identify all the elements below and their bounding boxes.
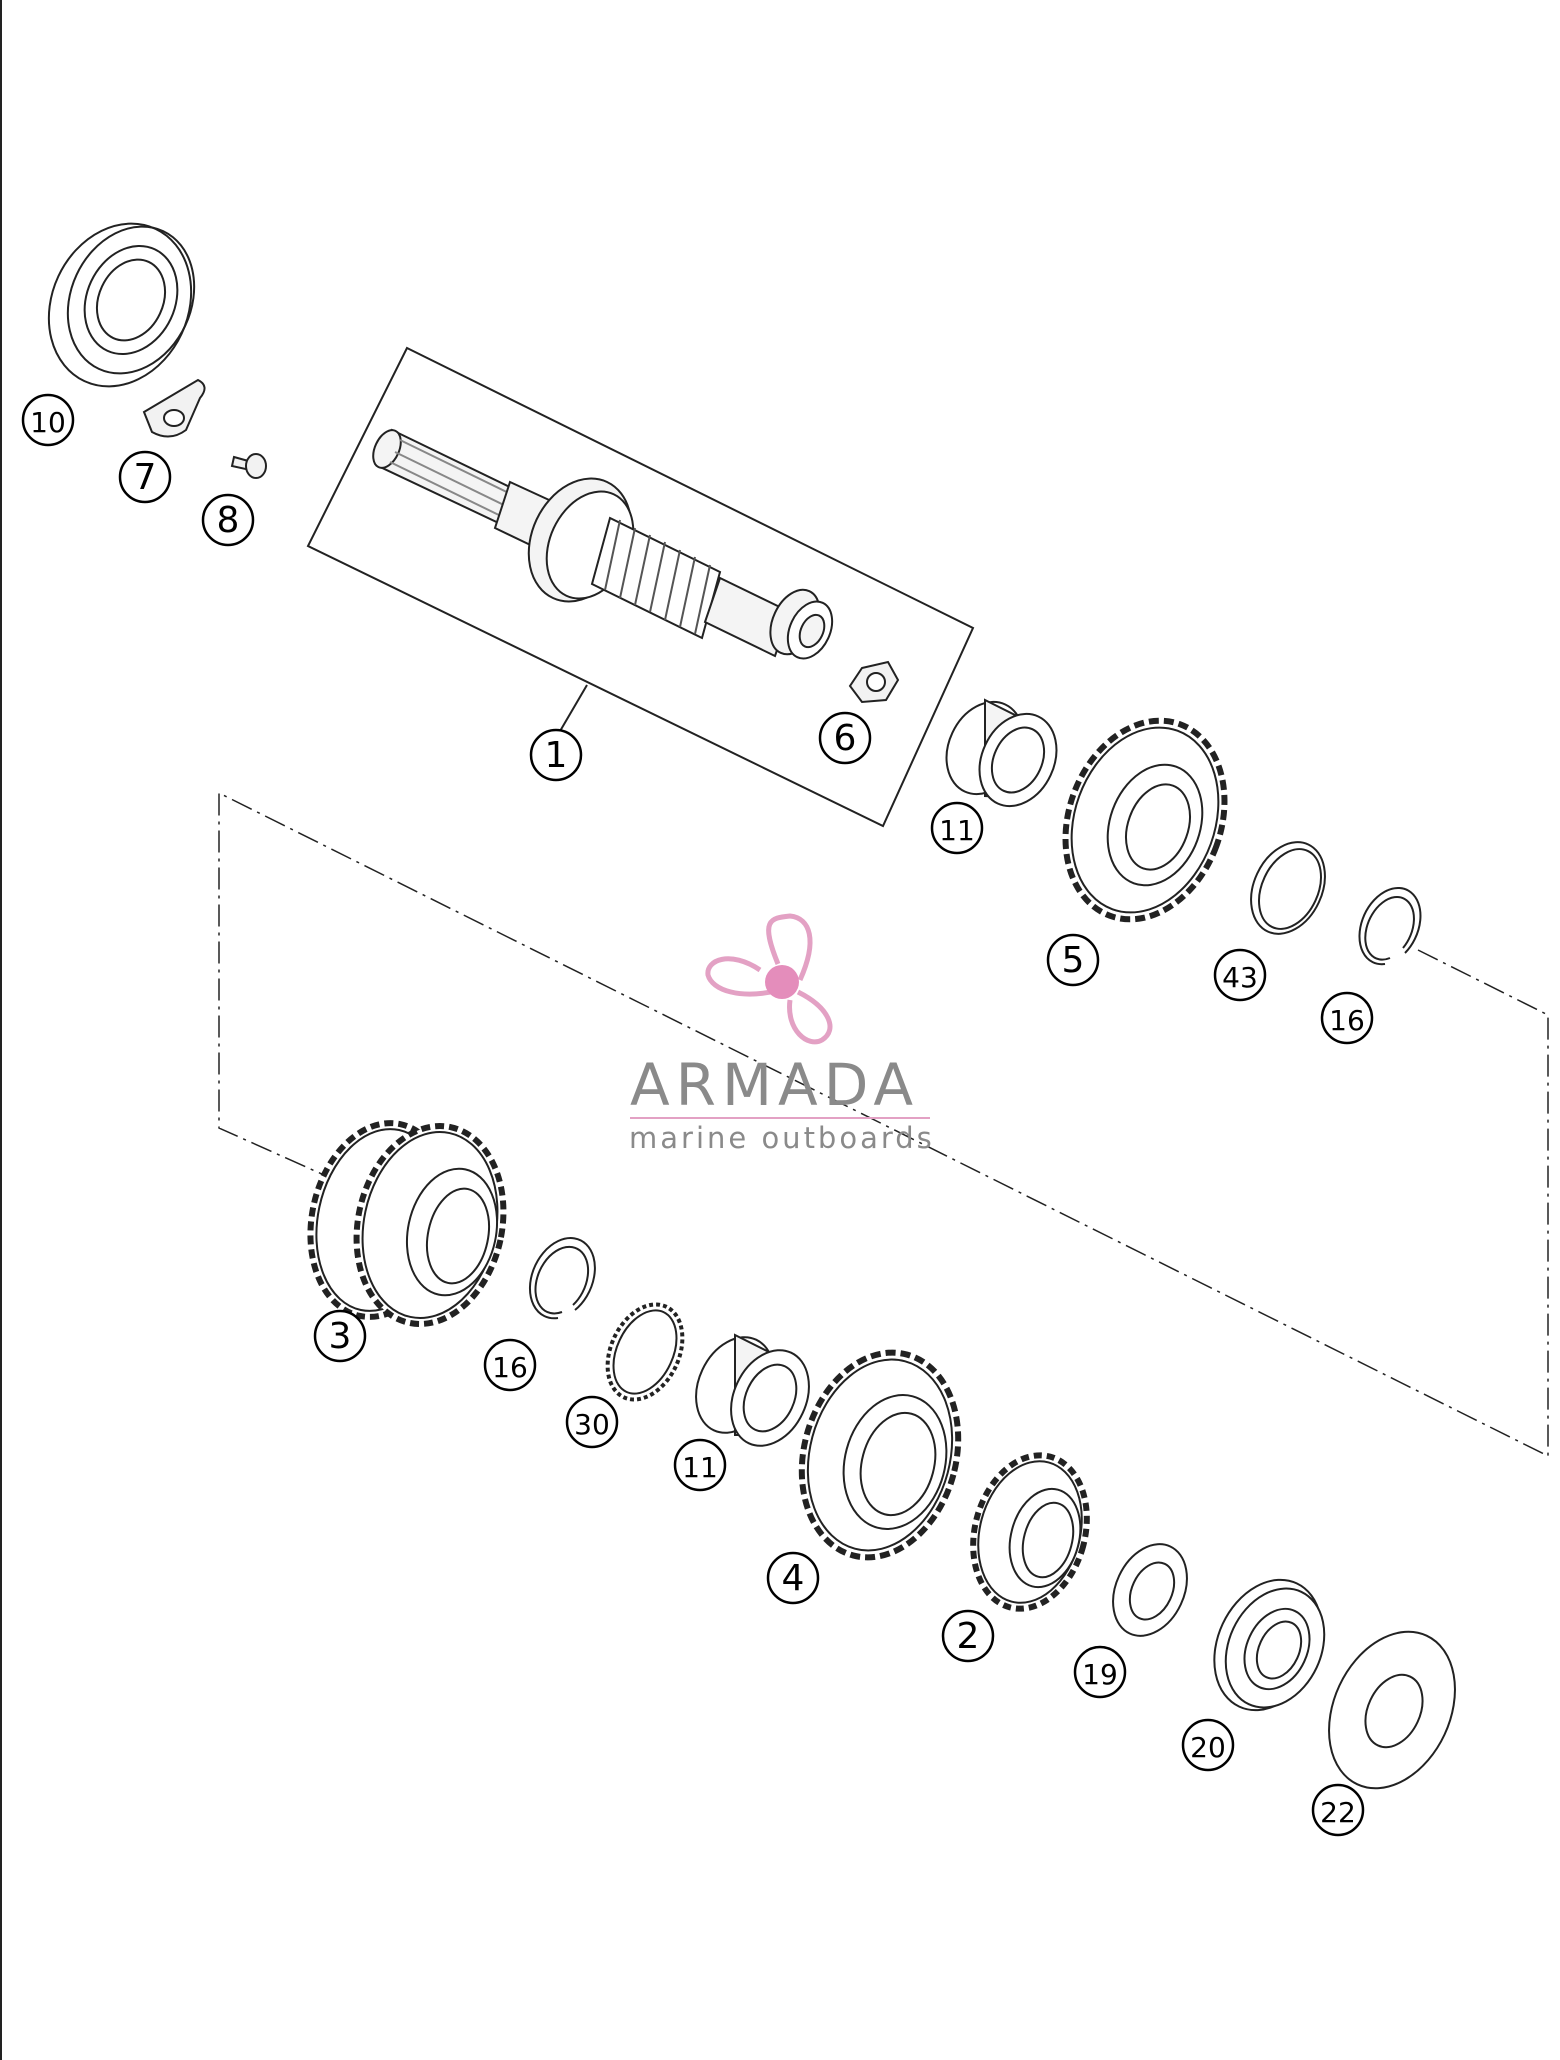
callout-c30: 30 bbox=[565, 1395, 619, 1449]
callout-circle bbox=[673, 1438, 727, 1492]
callout-number: 7 bbox=[134, 457, 157, 498]
callout-number: 10 bbox=[30, 406, 66, 439]
callout-number: 16 bbox=[1329, 1004, 1365, 1037]
callout-c3: 3 bbox=[313, 1309, 367, 1363]
callout-number: 43 bbox=[1222, 961, 1258, 994]
callout-number: 20 bbox=[1190, 1731, 1226, 1764]
callout-number: 2 bbox=[957, 1616, 980, 1657]
callout-circle bbox=[766, 1551, 820, 1605]
callout-circle bbox=[1046, 933, 1100, 987]
bearing-part-20 bbox=[1213, 1578, 1326, 1712]
callout-c6: 6 bbox=[818, 711, 872, 765]
callout-number: 30 bbox=[574, 1408, 610, 1441]
gear-part-2 bbox=[970, 1452, 1090, 1612]
callout-c10a: 10 bbox=[21, 393, 75, 447]
callout-c43: 43 bbox=[1213, 948, 1267, 1002]
callout-c11a: 11 bbox=[930, 801, 984, 855]
callout-number: 5 bbox=[1062, 940, 1085, 981]
callout-number: 8 bbox=[217, 500, 240, 541]
callout-number: 22 bbox=[1320, 1796, 1356, 1829]
callout-number: 3 bbox=[329, 1316, 352, 1357]
callout-c8: 8 bbox=[201, 493, 255, 547]
bearing-part-10 bbox=[47, 222, 196, 388]
assembly-guide-lines bbox=[218, 791, 1549, 1458]
watermark-tagline: marine outboards bbox=[629, 1121, 935, 1155]
circlip-part-16-upper bbox=[1358, 886, 1422, 966]
watermark-brand-name: ARMADA bbox=[630, 1051, 919, 1119]
callout-c4: 4 bbox=[766, 1551, 820, 1605]
washer-part-43 bbox=[1250, 841, 1326, 935]
callout-c11b: 11 bbox=[673, 1438, 727, 1492]
double-gear-part-3 bbox=[307, 1120, 507, 1327]
callout-c2: 2 bbox=[941, 1609, 995, 1663]
callout-circle bbox=[565, 1395, 619, 1449]
callout-number: 16 bbox=[492, 1351, 528, 1384]
gear-part-5 bbox=[1062, 717, 1228, 923]
needle-bearing-part-11-lower bbox=[695, 1333, 810, 1447]
callout-circle bbox=[483, 1338, 537, 1392]
callout-circle bbox=[529, 728, 583, 782]
callout-c19: 19 bbox=[1073, 1645, 1127, 1699]
nut-part-6 bbox=[848, 660, 900, 704]
toothed-washer-part-30 bbox=[605, 1302, 685, 1402]
callout-c16a: 16 bbox=[1320, 991, 1374, 1045]
callout-circle bbox=[21, 393, 75, 447]
callout-circle bbox=[201, 493, 255, 547]
callout-circle bbox=[313, 1309, 367, 1363]
circlip-part-16-lower bbox=[528, 1237, 596, 1320]
callout-circle bbox=[1311, 1783, 1365, 1837]
shim-part-22 bbox=[1328, 1630, 1456, 1790]
armada-watermark: ARMADA marine outboards bbox=[629, 913, 935, 1155]
callout-c20: 20 bbox=[1181, 1718, 1235, 1772]
callout-number: 11 bbox=[939, 814, 975, 847]
gear-part-4 bbox=[798, 1349, 962, 1561]
callout-c16b: 16 bbox=[483, 1338, 537, 1392]
washer-part-19 bbox=[1112, 1543, 1188, 1637]
callout-circle bbox=[1320, 991, 1374, 1045]
callout-c5: 5 bbox=[1046, 933, 1100, 987]
callout-number: 4 bbox=[782, 1558, 805, 1599]
screw-part-8 bbox=[230, 453, 267, 479]
callout-circle bbox=[818, 711, 872, 765]
callout-circle bbox=[930, 801, 984, 855]
main-shaft-part-1 bbox=[372, 428, 834, 660]
callout-circle bbox=[1181, 1718, 1235, 1772]
locking-plate-part-7 bbox=[142, 378, 206, 438]
callout-circle bbox=[1073, 1645, 1127, 1699]
callout-circle bbox=[1213, 948, 1267, 1002]
callout-number: 1 bbox=[545, 735, 568, 776]
callout-circle bbox=[118, 450, 172, 504]
callout-circle bbox=[941, 1609, 995, 1663]
propeller-icon bbox=[705, 913, 833, 1045]
callout-number: 11 bbox=[682, 1451, 718, 1484]
callout-c7: 7 bbox=[118, 450, 172, 504]
callout-number: 6 bbox=[834, 718, 857, 759]
callout-c1: 1 bbox=[529, 728, 583, 782]
callout-c22: 22 bbox=[1311, 1783, 1365, 1837]
needle-bearing-part-11-upper bbox=[945, 698, 1058, 808]
callout-number: 19 bbox=[1082, 1658, 1118, 1691]
main-shaft-group-box bbox=[306, 346, 975, 828]
